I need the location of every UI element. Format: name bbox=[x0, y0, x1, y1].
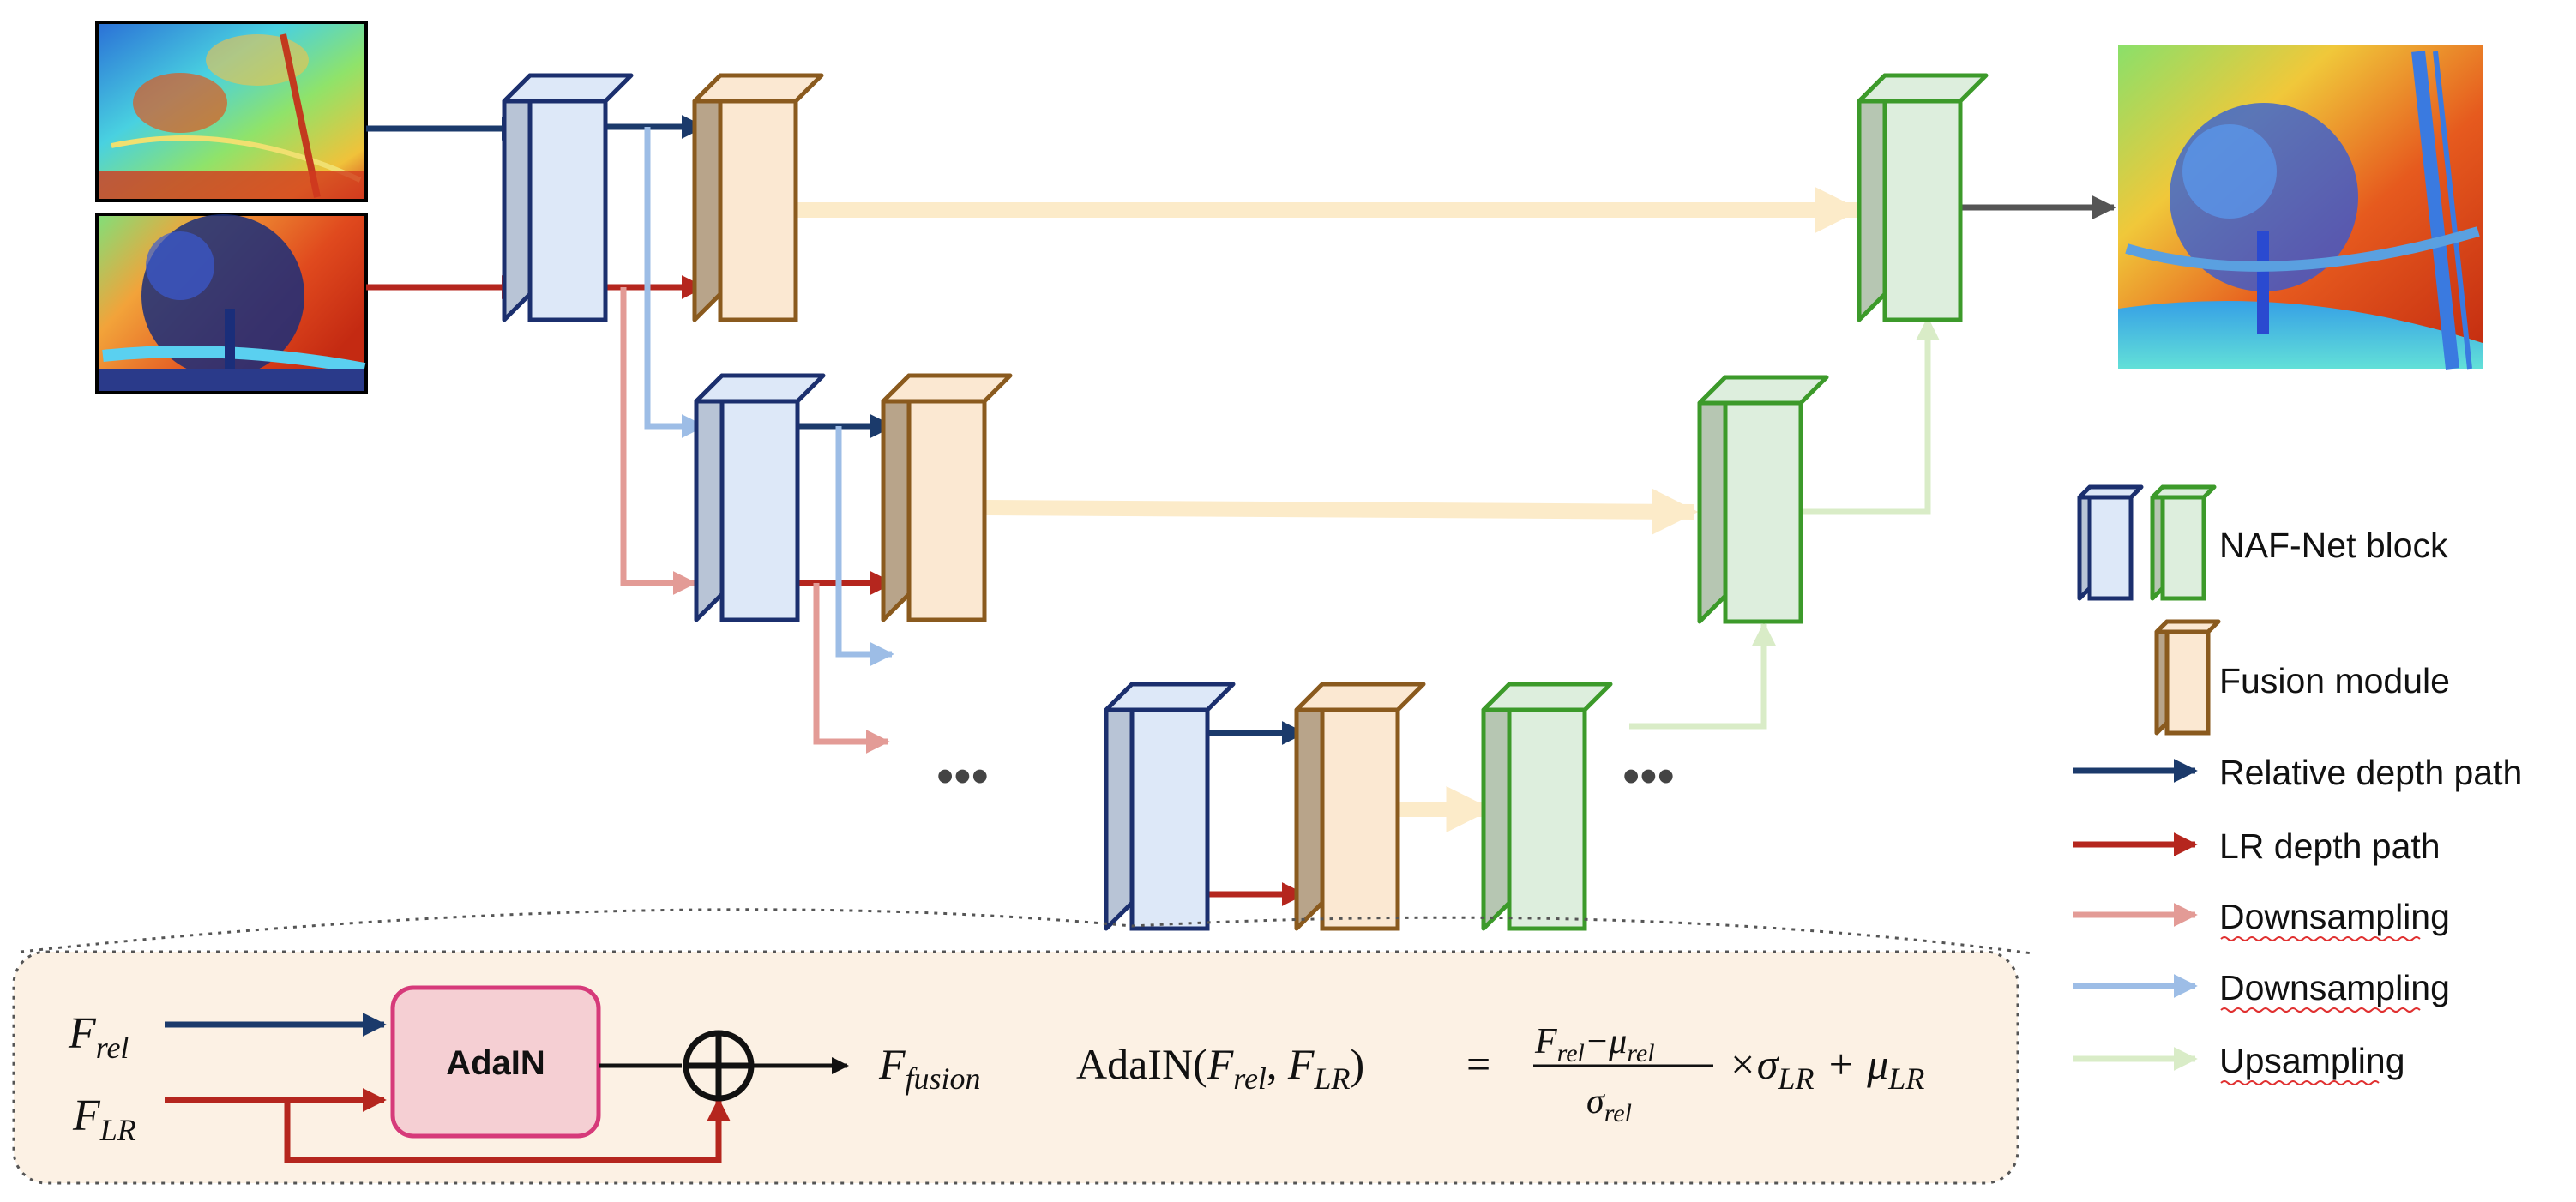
adain-formula-rhs: ×σLR+μLR bbox=[1728, 1040, 1924, 1096]
skip-connection-arrow bbox=[985, 488, 1699, 535]
upsampling-arrow bbox=[1801, 316, 1940, 515]
add-operator-icon bbox=[683, 1030, 755, 1102]
spellcheck-underline bbox=[2220, 936, 2421, 941]
zoom-callout-line bbox=[20, 908, 2033, 955]
naf-encoder-block bbox=[502, 73, 634, 322]
legend: NAF-Net block Fusion module Relative dep… bbox=[2073, 484, 2522, 1085]
f-lr-label: FLR bbox=[72, 1091, 136, 1147]
legend-block-icons bbox=[2077, 484, 2221, 736]
fusion-module-block bbox=[1294, 682, 1426, 931]
legend-upsampling: Upsampling bbox=[2219, 1041, 2405, 1080]
legend-naf-block: NAF-Net block bbox=[2219, 526, 2448, 565]
downsampling-blue-arrow bbox=[644, 127, 706, 438]
legend-decoder-block-icon bbox=[2150, 484, 2217, 601]
f-rel-label: Frel bbox=[68, 1009, 129, 1065]
adain-formula-lhs: AdaIN(Frel, FLR) bbox=[1076, 1040, 1364, 1096]
downsampling-blue-arrow bbox=[835, 426, 894, 666]
fusion-module-block bbox=[692, 73, 824, 322]
fraction-denominator: σrel bbox=[1586, 1082, 1632, 1127]
legend-relative-path: Relative depth path bbox=[2219, 753, 2522, 792]
equals-sign: = bbox=[1466, 1040, 1490, 1088]
arrows bbox=[366, 115, 2116, 906]
adain-box-label: AdaIN bbox=[446, 1044, 545, 1082]
naf-decoder-block bbox=[1697, 375, 1829, 624]
spellcheck-underline bbox=[2220, 1007, 2421, 1013]
ellipsis-left: ••• bbox=[936, 748, 989, 804]
naf-encoder-block bbox=[1104, 682, 1236, 931]
fusion-module-block bbox=[881, 373, 1013, 622]
relative-depth-input-image bbox=[95, 21, 368, 202]
naf-decoder-block bbox=[1481, 682, 1613, 931]
upsampling-arrow bbox=[1629, 622, 1776, 730]
output-depth-image bbox=[2118, 45, 2483, 370]
f-fusion-label: Ffusion bbox=[878, 1040, 981, 1096]
fusion-detail-panel: Frel FLR AdaIN Ffusion AdaIN(Frel, FLR) … bbox=[12, 908, 2033, 1185]
spellcheck-underline bbox=[2220, 1080, 2380, 1085]
legend-lr-path: LR depth path bbox=[2219, 826, 2441, 866]
legend-encoder-block-icon bbox=[2077, 484, 2144, 601]
downsampling-red-arrow bbox=[620, 287, 697, 595]
naf-encoder-block bbox=[694, 373, 826, 622]
fraction-numerator: Frel−μrel bbox=[1534, 1022, 1655, 1067]
fusion-panel-box bbox=[12, 950, 2019, 1185]
legend-fusion-module: Fusion module bbox=[2219, 661, 2450, 700]
ellipsis-right: ••• bbox=[1622, 748, 1675, 804]
downsampling-red-arrow bbox=[813, 583, 890, 754]
blocks bbox=[502, 73, 1989, 931]
legend-downsampling-blue: Downsampling bbox=[2219, 968, 2450, 1007]
legend-fusion-block-icon bbox=[2154, 619, 2221, 736]
lr-depth-input-image bbox=[95, 213, 368, 394]
adain-box bbox=[390, 985, 601, 1139]
f-lr-skip-arrow bbox=[284, 1097, 731, 1163]
naf-decoder-block bbox=[1857, 73, 1989, 322]
legend-downsampling-red: Downsampling bbox=[2219, 897, 2450, 936]
